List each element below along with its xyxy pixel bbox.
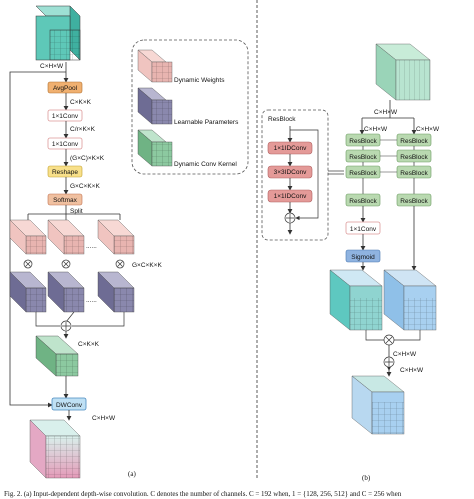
b-dim-mid: C×H×W: [393, 351, 417, 358]
legend-dynamic-weights: Dynamic Weights: [174, 77, 225, 84]
softmax-label: Softmax: [53, 197, 78, 204]
resblock-detail-title: ResBlock: [268, 116, 296, 123]
avgpool-box: [47, 81, 83, 94]
svg-text:ResBlock: ResBlock: [400, 154, 428, 161]
panel-a-label: (a): [128, 470, 136, 478]
svg-text:ResBlock: ResBlock: [349, 198, 377, 205]
b-dim-left: C×H×W: [364, 126, 388, 133]
b-sigmoid-label: Sigmoid: [351, 254, 375, 261]
svg-text:ResBlock: ResBlock: [349, 170, 377, 177]
resblock-conv3-label: 1×1IDConv: [274, 193, 307, 200]
reshape-box: [47, 165, 83, 178]
b-output-cube: [351, 375, 405, 435]
svg-text:ResBlock: ResBlock: [349, 138, 377, 145]
conv2-box: [47, 137, 83, 150]
svg-text:ResBlock: ResBlock: [400, 138, 428, 145]
figure-caption: Fig. 2. (a) Input-dependent depth-wise c…: [4, 490, 402, 498]
svg-text:ResBlock: ResBlock: [400, 170, 428, 177]
dim-top: C×H×W: [40, 63, 64, 70]
softmax-box: [47, 193, 83, 206]
multiply-ops: [23, 259, 125, 269]
b-conv-label: 1×1Conv: [350, 226, 377, 233]
sum-op: [60, 320, 72, 332]
input-feature-cube: [35, 5, 81, 61]
b-sum-op: [383, 356, 395, 368]
ellipsis-1: ......: [86, 243, 97, 250]
b-right-resblocks: ResBlock ResBlock ResBlock ResBlock: [396, 133, 432, 207]
b-dim-top: C×H×W: [374, 109, 398, 116]
b-dim-bottom: C×H×W: [400, 367, 424, 374]
b-dim-right: C×H×W: [416, 126, 440, 133]
dynamic-kernel-prism: [35, 335, 79, 377]
b-input-cube: [375, 43, 431, 101]
b-attention-cube: [329, 269, 383, 331]
split-label: Split: [70, 208, 83, 215]
dim-gckk-side: G×C×K×K: [132, 262, 162, 269]
b-feature-cube: [383, 269, 437, 331]
dynamic-weights-row: [9, 219, 135, 255]
b-multiply-op: [383, 334, 395, 346]
conv2-label: 1×1Conv: [52, 141, 79, 148]
output-feature-cube: [29, 419, 81, 479]
dim-gckk2: G×C×K×K: [70, 183, 100, 190]
svg-text:ResBlock: ResBlock: [349, 154, 377, 161]
b-left-resblocks: ResBlock ResBlock ResBlock: [345, 133, 381, 179]
avgpool-label: AvgPool: [53, 85, 78, 92]
conv1-label: 1×1Conv: [52, 113, 79, 120]
legend-purple-swatch: [137, 87, 173, 125]
legend-box: [131, 39, 249, 175]
resblock-conv1-label: 1×1IDConv: [274, 145, 307, 152]
dim-ckk: C×K×K: [70, 99, 92, 106]
reshape-label: Reshape: [52, 169, 78, 176]
ellipsis-2: ......: [86, 297, 97, 304]
bypass-arrow: [9, 71, 66, 408]
dim-chw-bottom: C×H×W: [92, 415, 116, 422]
dwconv-label: DWConv: [56, 402, 83, 409]
legend-green-swatch: [137, 129, 173, 167]
legend-learnable-params: Learnable Parameters: [174, 119, 239, 126]
legend-pink-swatch: [137, 49, 173, 83]
resblock-detail-box: [261, 109, 329, 241]
legend-dynamic-kernel: Dynamic Conv Kernel: [174, 161, 237, 168]
svg-text:ResBlock: ResBlock: [400, 198, 428, 205]
learnable-params-row: [9, 271, 135, 313]
conv1-box: [47, 109, 83, 122]
panel-b-label: (b): [362, 474, 371, 482]
dim-crkk: C/r×K×K: [70, 126, 96, 133]
resblock-conv2-label: 3×3IDConv: [274, 169, 307, 176]
dim-ckk-bottom: C×K×K: [78, 341, 100, 348]
dim-gckk1: (G×C)×K×K: [70, 155, 105, 162]
resblock-sum-op: [284, 212, 296, 224]
